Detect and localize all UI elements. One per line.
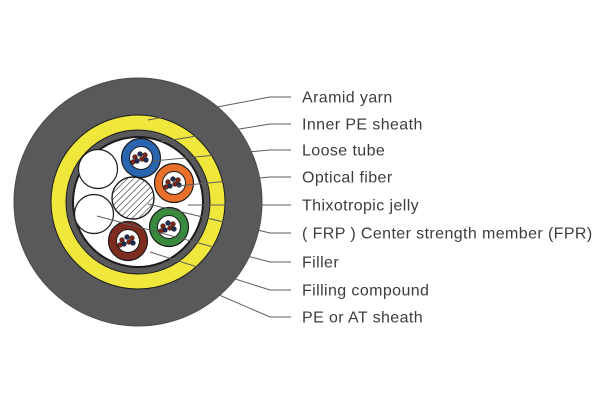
- optical-fiber-dot: [137, 151, 143, 157]
- center-strength-member: [111, 176, 155, 220]
- leader-line-optical-fiber: [176, 176, 291, 187]
- optical-fiber-dot: [117, 242, 123, 248]
- label-optical-fiber: Optical fiber: [302, 170, 393, 187]
- label-aramid-yarn: Aramid yarn: [302, 90, 393, 107]
- optical-fiber-dot: [129, 235, 135, 241]
- leader-line-frp-center-strength-member: [147, 203, 291, 234]
- leader-line-filler: [96, 215, 291, 263]
- optical-fiber-dot: [163, 184, 169, 190]
- filler-circle-lower: [73, 193, 115, 235]
- label-thixotropic-jelly: Thixotropic jelly: [302, 198, 419, 215]
- leader-line-aramid-yarn: [147, 96, 291, 121]
- loose-tube-blue: [120, 137, 162, 179]
- label-filler: Filler: [302, 255, 339, 272]
- loose-tube-orange: [153, 162, 195, 204]
- aramid-ring-inner-outline: [65, 129, 211, 275]
- leader-line-loose-tube: [152, 149, 291, 162]
- optical-fiber-dot: [130, 159, 136, 165]
- aramid-yarn-ring: [51, 115, 225, 289]
- optical-fiber-dot: [124, 234, 130, 240]
- optical-fiber-dot: [170, 221, 176, 227]
- optical-fiber-dot: [130, 240, 136, 246]
- optical-fiber-dot: [165, 220, 171, 226]
- label-inner-pe-sheath: Inner PE sheath: [302, 117, 423, 134]
- leader-line-pe-or-at-sheath: [195, 284, 291, 318]
- label-frp-center-strength-member: ( FRP ) Center strength member (FPR): [302, 226, 593, 243]
- loose-tube-green: [148, 206, 190, 248]
- aramid-ring-outer-outline: [50, 114, 226, 290]
- leader-line-filling-compound: [149, 251, 291, 291]
- label-pe-or-at-sheath: PE or AT sheath: [302, 310, 423, 327]
- optical-fiber-dot: [170, 176, 176, 182]
- optical-fiber-dot: [142, 152, 148, 158]
- optical-fiber-dot: [175, 177, 181, 183]
- label-filling-compound: Filling compound: [302, 283, 429, 300]
- optical-fiber-dot: [143, 157, 149, 163]
- loose-tube-darkred: [107, 220, 149, 262]
- optical-fiber-dot: [176, 182, 182, 188]
- optical-fiber-dot: [171, 226, 177, 232]
- label-loose-tube: Loose tube: [302, 143, 385, 160]
- leader-line-inner-pe-sheath: [159, 123, 291, 143]
- filler-circle-upper: [77, 148, 119, 190]
